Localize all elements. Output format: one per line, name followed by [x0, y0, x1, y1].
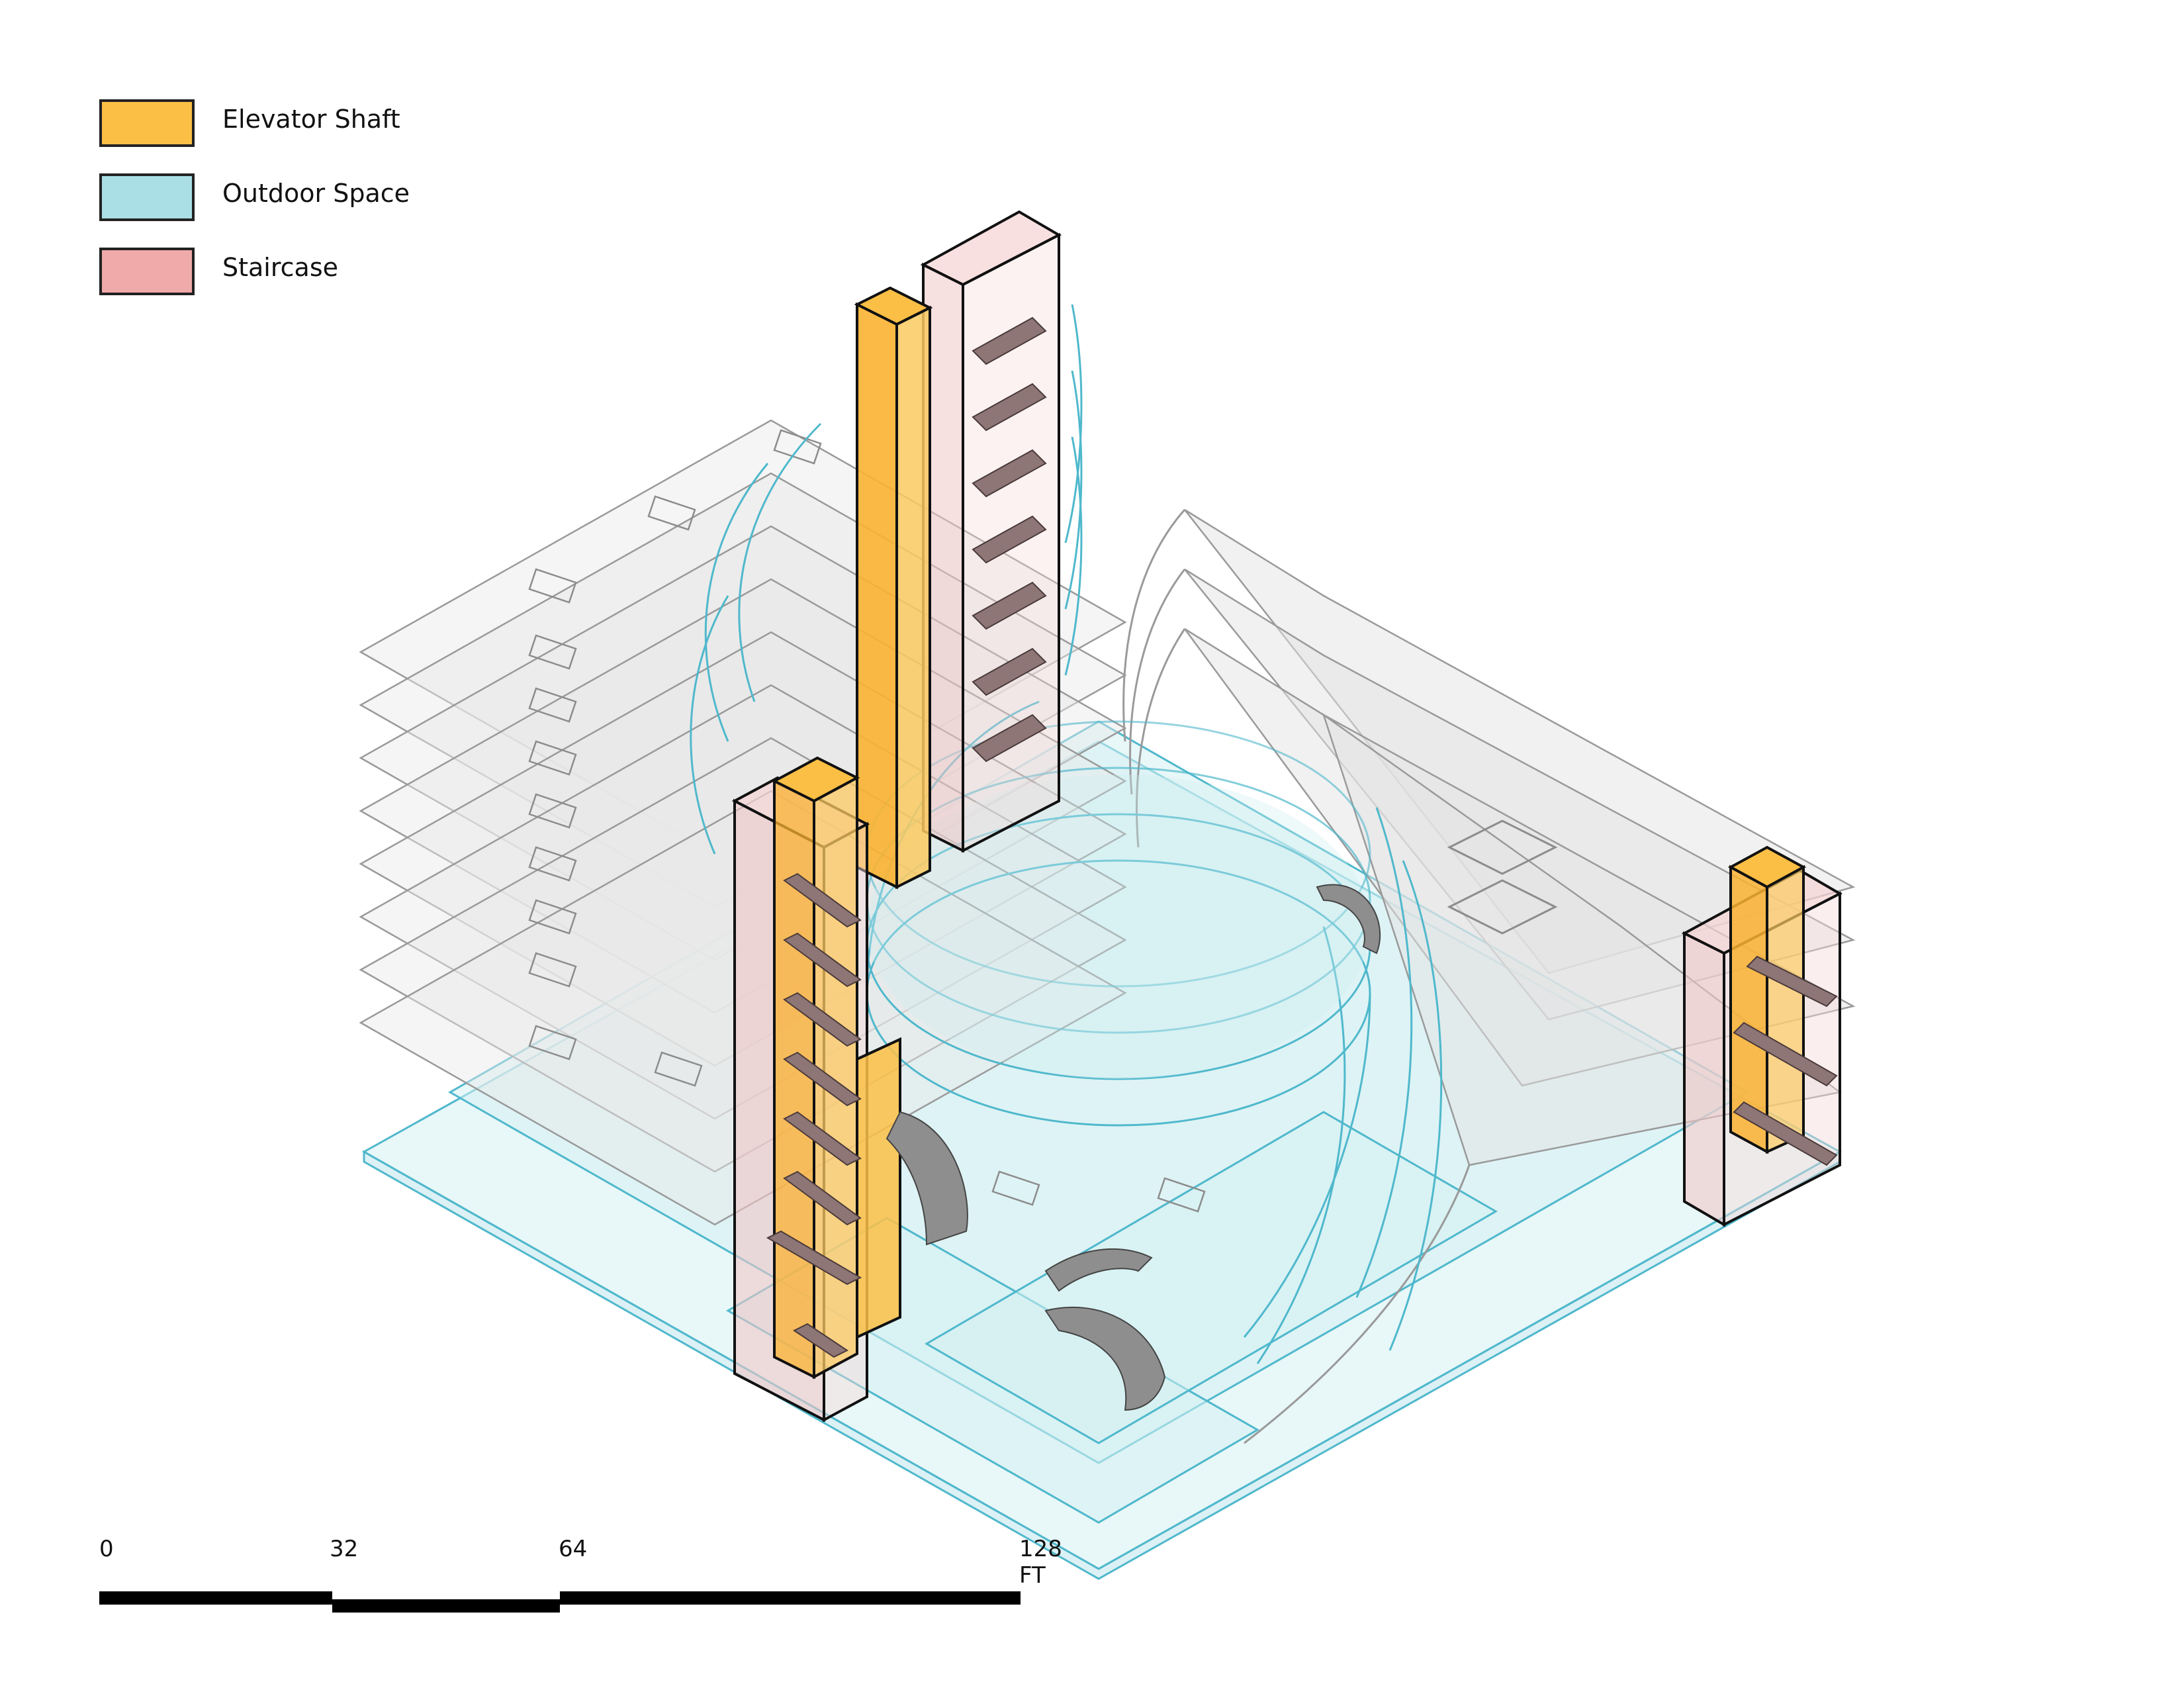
- legend-swatch-elevator-shaft: [99, 99, 195, 147]
- lower-stair-flights: [766, 872, 862, 1358]
- legend-label-outdoor-space: Outdoor Space: [222, 179, 410, 208]
- scale-tick-32: 32: [330, 1536, 359, 1562]
- legend-label-elevator-shaft: Elevator Shaft: [222, 105, 400, 134]
- legend: Elevator Shaft Outdoor Space Staircase: [99, 99, 563, 322]
- right-elevator-shaft: [1727, 845, 1807, 1154]
- spiral-stair-upper: [1316, 884, 1381, 955]
- scale-tick-0: 0: [99, 1536, 114, 1562]
- right-wing-openings: [1447, 820, 1558, 935]
- right-stair-flights: [1733, 955, 1838, 1166]
- scale-tick-128: 128 FT: [1019, 1536, 1062, 1589]
- legend-item-staircase: Staircase: [99, 248, 563, 322]
- upper-stair-flights: [972, 316, 1047, 763]
- lower-elevator-shaft: [771, 756, 901, 1380]
- left-wing-openings: [528, 429, 1206, 1213]
- spiral-stair-lower-1: [1044, 1248, 1153, 1292]
- scale-tick-64: 64: [559, 1536, 588, 1562]
- spiral-stairs: [886, 884, 1381, 1411]
- scale-segment-3: [560, 1591, 1021, 1605]
- scale-segment-2: [332, 1599, 560, 1613]
- scale-bar: 0 32 64 128 FT: [99, 1536, 1062, 1615]
- spiral-stair-mid: [886, 1111, 968, 1246]
- legend-swatch-outdoor-space: [99, 173, 195, 221]
- legend-item-elevator-shaft: Elevator Shaft: [99, 99, 563, 173]
- legend-item-outdoor-space: Outdoor Space: [99, 173, 563, 248]
- scale-segment-1: [99, 1591, 332, 1605]
- legend-swatch-staircase: [99, 248, 195, 295]
- legend-label-staircase: Staircase: [222, 253, 339, 282]
- outdoor-plate-4: [925, 1111, 1498, 1444]
- spiral-fill: [867, 774, 1370, 1079]
- upper-elevator-shaft: [854, 286, 933, 890]
- curved-gray-wall: [1122, 509, 1471, 1444]
- spiral-stair-lower-2: [1044, 1306, 1166, 1411]
